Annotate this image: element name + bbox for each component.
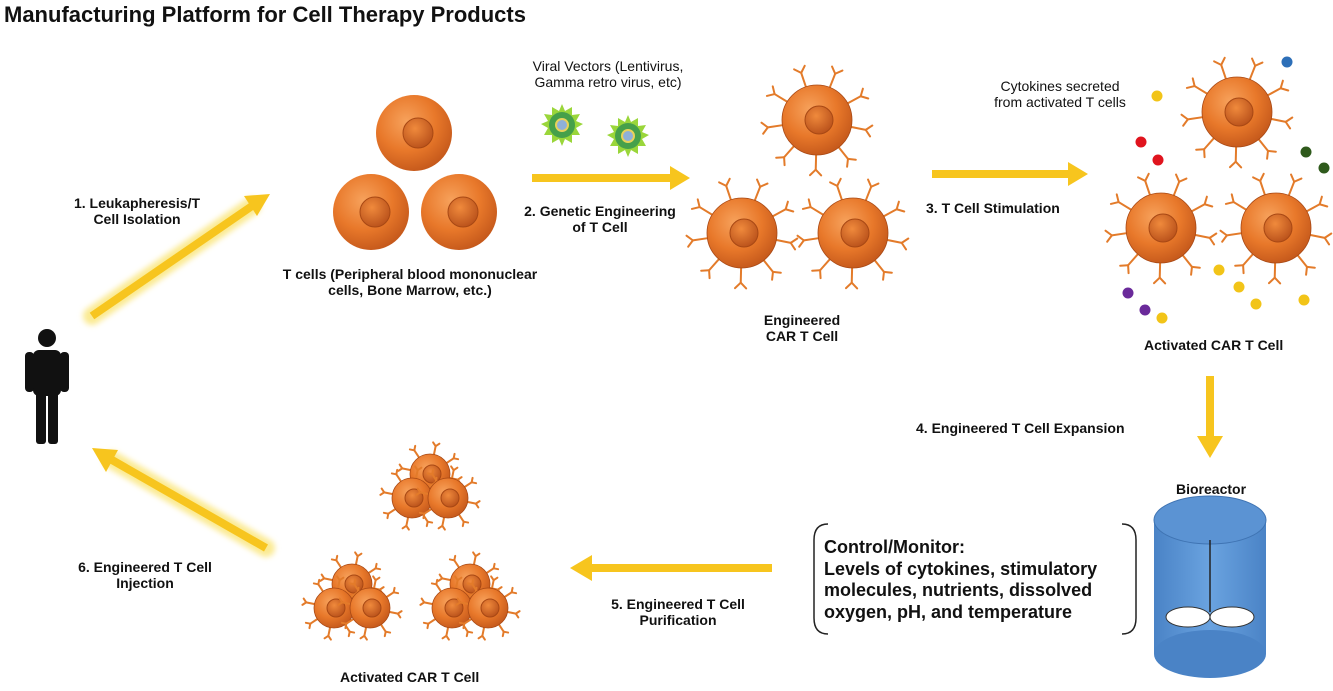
control-line: molecules, nutrients, dissolved [824,580,1093,601]
step-5-label: 5. Engineered T Cell Purification [578,596,778,628]
arrow-step6 [92,448,275,557]
viral-vectors-line: Viral Vectors (Lentivirus, [532,58,684,74]
t-cell [333,174,409,250]
t-cell [421,174,497,250]
cell-nucleus [362,598,382,618]
step-4-label: 4. Engineered T Cell Expansion [916,420,1125,436]
t-cell [376,95,452,171]
cytokine-dot [1122,287,1134,299]
car-t-cell [760,64,874,177]
step-3-label: 3. T Cell Stimulation [926,200,1060,216]
receptors [1104,172,1218,285]
bioreactor-label: Bioreactor [1176,481,1247,497]
step-1-line: 1. Leukapheresis/T [73,195,201,211]
cytokine-dot [1139,304,1151,316]
cell-nucleus [1224,97,1254,127]
step-6-line: 6. Engineered T Cell [78,559,212,575]
t-cells-line: T cells (Peripheral blood mononuclear [282,266,538,282]
receptors [796,177,910,290]
cytokine-dot [1152,154,1164,166]
step-5-line: 5. Engineered T Cell [611,596,745,612]
cytokine-dot [1213,264,1225,276]
arrow-step4 [1197,367,1223,458]
step-2-label: 2. Genetic Engineering of T Cell [500,203,700,235]
car-t-cell [796,177,910,290]
car-t-cell [415,465,481,531]
cell-nucleus [440,488,460,508]
receptors [455,575,521,641]
t-cells-group [333,95,497,250]
cytokine-dot [1300,146,1312,158]
cell-nucleus [1148,213,1178,243]
arrow-step3 [923,162,1088,186]
cytokines-line: Cytokines secreted [1000,78,1120,94]
engineered-car-label: Engineered CAR T Cell [722,312,882,344]
control-line: Levels of cytokines, stimulatory [824,558,1098,579]
step-1-label: 1. Leukapheresis/T Cell Isolation [42,195,232,227]
cytokine-dot [1281,56,1293,68]
cytokines-layer [1122,56,1330,324]
step-2-line: of T Cell [572,219,628,236]
arrow-step2 [523,166,690,190]
cytokines-line: from activated T cells [994,94,1126,111]
step-5-line: Purification [639,612,717,629]
person-icon [25,329,69,444]
receptors [760,64,874,177]
receptors [685,177,799,290]
car-t-cell [455,575,521,641]
activated-car-bottom-label: Activated CAR T Cell [340,669,480,685]
activated-car-top-label: Activated CAR T Cell [1144,337,1284,353]
t-cells-line: cells, Bone Marrow, etc.) [328,282,492,299]
cytokine-dot [1156,312,1168,324]
step-1-line: Cell Isolation [93,211,181,228]
viral-vectors-line: Gamma retro virus, etc) [534,74,682,91]
cytokine-dot [1298,294,1310,306]
cytokine-dot [1233,281,1245,293]
engineered-car-line: Engineered [763,312,841,328]
step-6-line: Injection [116,575,174,592]
arrow-step5 [570,555,781,581]
car-t-cell [685,177,799,290]
receptors [415,465,481,531]
cytokine-dot [1151,90,1163,102]
cell-nucleus [729,218,759,248]
t-cells-label: T cells (Peripheral blood mononuclear ce… [240,266,580,298]
cytokine-dot [1135,136,1147,148]
car-t-cell [1104,172,1218,285]
car-t-cell [1219,172,1333,285]
receptors [1180,56,1294,169]
bioreactor-icon [1153,495,1267,678]
page-title: Manufacturing Platform for Cell Therapy … [4,2,526,27]
step-6-label: 6. Engineered T Cell Injection [50,559,240,591]
viral-vectors-label: Viral Vectors (Lentivirus, Gamma retro v… [488,58,728,90]
cytokine-dot [1318,162,1330,174]
cell-nucleus [840,218,870,248]
car-cells-layer [301,56,1333,641]
control-bracket [813,523,1137,635]
virus-icon [541,104,583,146]
cytokines-label: Cytokines secreted from activated T cell… [960,78,1160,110]
cytokine-dot [1250,298,1262,310]
control-heading: Control/Monitor: [824,537,965,557]
receptors [337,575,403,641]
engineered-car-line: CAR T Cell [765,328,839,345]
car-t-cell [1180,56,1294,169]
receptors [1219,172,1333,285]
control-monitor-block: Control/Monitor: Levels of cytokines, st… [824,537,1097,623]
car-t-cell [337,575,403,641]
cell-nucleus [804,105,834,135]
viral-vectors-group [541,104,649,157]
step-2-line: 2. Genetic Engineering [524,203,676,219]
control-line: oxygen, pH, and temperature [824,601,1073,622]
cell-nucleus [1263,213,1293,243]
arrow-step1 [83,194,270,325]
cell-nucleus [480,598,500,618]
virus-icon [607,115,649,157]
